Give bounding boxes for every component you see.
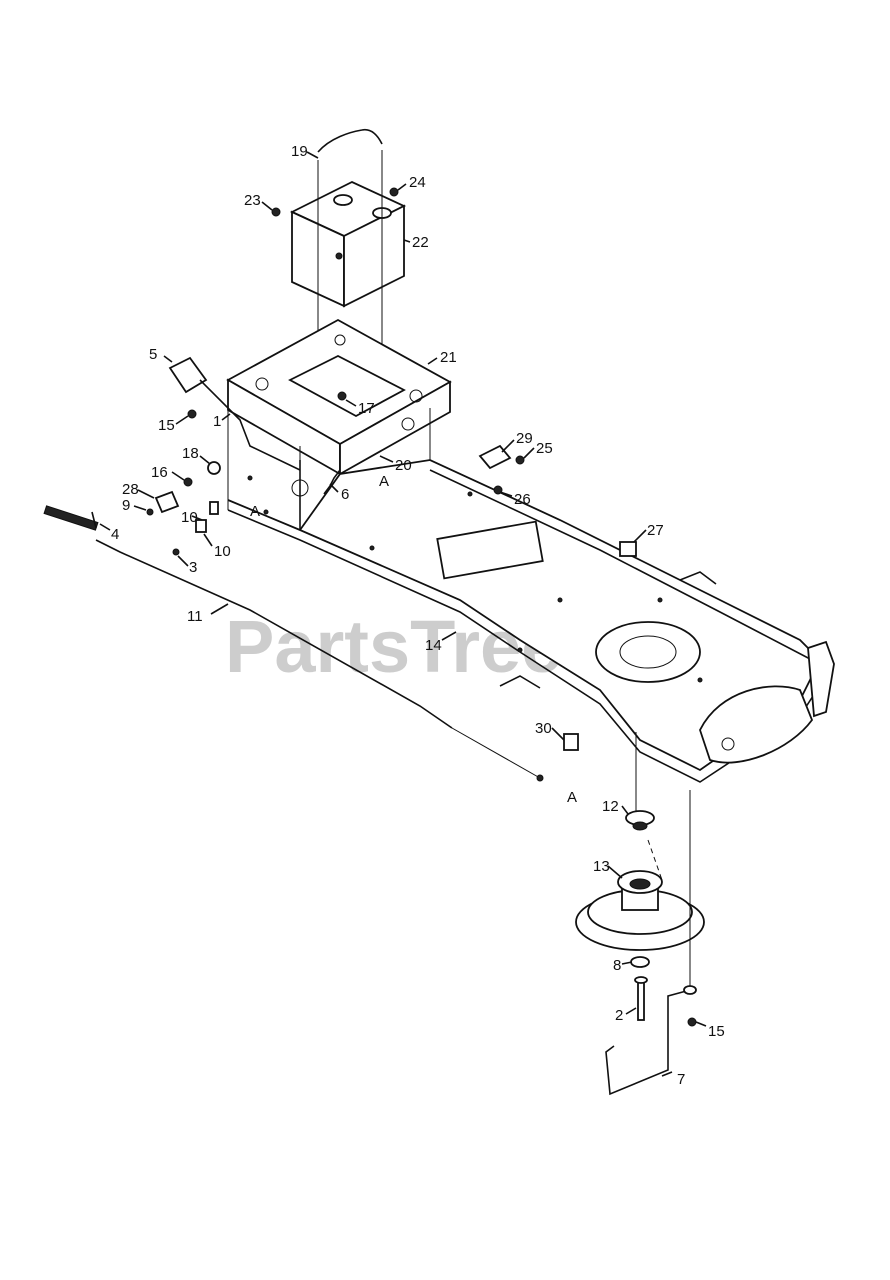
screw-3[interactable]	[172, 548, 180, 556]
lift-lever[interactable]	[199, 379, 301, 471]
pulley[interactable]	[575, 870, 705, 951]
callout-10-upper: 10	[181, 509, 198, 526]
callout-9: 9	[122, 497, 130, 514]
callout-13: 13	[593, 858, 610, 875]
callout-2: 2	[615, 1007, 623, 1024]
ref-A-lower: A	[567, 789, 577, 806]
screw-23[interactable]	[271, 207, 281, 217]
switch-30[interactable]	[563, 733, 579, 751]
callout-1: 1	[213, 413, 221, 430]
callout-22: 22	[412, 234, 429, 251]
callout-28: 28	[122, 481, 139, 498]
callout-17: 17	[358, 400, 375, 417]
callout-24: 24	[409, 174, 426, 191]
callout-7: 7	[677, 1071, 685, 1088]
main-frame[interactable]	[227, 417, 835, 783]
pin-4[interactable]	[91, 511, 97, 529]
callout-12: 12	[602, 798, 619, 815]
callout-14: 14	[425, 637, 442, 654]
ref-A-frame: A	[250, 503, 260, 520]
callout-3: 3	[189, 559, 197, 576]
callout-18: 18	[182, 445, 199, 462]
battery-cable[interactable]	[317, 128, 383, 153]
nut-15-top[interactable]	[187, 409, 197, 419]
nut-17[interactable]	[337, 391, 347, 401]
callout-25: 25	[536, 440, 553, 457]
bushing-12[interactable]	[625, 810, 655, 831]
callout-16: 16	[151, 464, 168, 481]
cable[interactable]	[43, 505, 544, 782]
callout-30: 30	[535, 720, 552, 737]
callout-27: 27	[647, 522, 664, 539]
washer-8[interactable]	[630, 956, 650, 968]
bracket-28[interactable]	[154, 490, 180, 514]
callout-11: 11	[187, 608, 203, 625]
leader-lines	[99, 151, 707, 1077]
callout-21: 21	[440, 349, 457, 366]
screw-9[interactable]	[146, 508, 154, 516]
rod-7[interactable]	[605, 985, 697, 1096]
callout-10-lower: 10	[214, 543, 231, 560]
nut-25[interactable]	[515, 455, 525, 465]
battery[interactable]	[289, 181, 407, 308]
battery-box[interactable]	[226, 318, 452, 530]
callout-19: 19	[291, 143, 308, 160]
bolt-2[interactable]	[634, 976, 648, 1021]
clip-10[interactable]	[195, 501, 219, 533]
knob[interactable]	[168, 356, 208, 394]
callout-20: 20	[395, 457, 412, 474]
callout-4: 4	[111, 526, 119, 543]
nut-15-bottom[interactable]	[687, 1017, 697, 1027]
callout-29: 29	[516, 430, 533, 447]
bushing-18[interactable]	[207, 461, 221, 475]
callout-23: 23	[244, 192, 261, 209]
ref-A-upper: A	[379, 473, 389, 490]
callout-6: 6	[341, 486, 349, 503]
callout-26: 26	[514, 491, 531, 508]
callout-15-top: 15	[158, 417, 175, 434]
spring[interactable]	[323, 469, 341, 495]
callout-5: 5	[149, 346, 157, 363]
callout-8: 8	[613, 957, 621, 974]
switch-27[interactable]	[619, 541, 637, 557]
screw-24[interactable]	[389, 187, 399, 197]
callout-15-bottom: 15	[708, 1023, 725, 1040]
bolt-16[interactable]	[183, 477, 193, 487]
